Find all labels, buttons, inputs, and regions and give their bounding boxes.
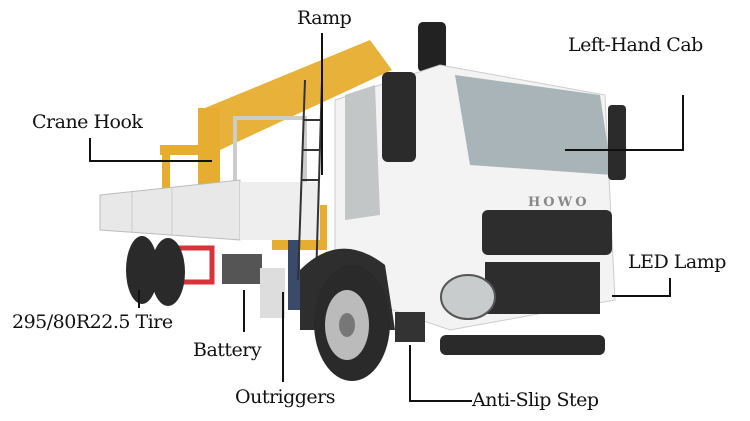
label-crane-hook: Crane Hook [32,111,143,133]
cab: HOWO [334,64,626,355]
label-battery: Battery [193,339,262,361]
label-led-lamp: LED Lamp [628,251,726,273]
label-ramp: Ramp [297,7,352,29]
front-wheel [300,248,395,381]
exhaust-icon [418,22,446,72]
label-left-hand-cab: Left-Hand Cab [568,34,703,56]
left-hand-cab-leader-line [565,95,684,151]
label-anti-slip-step: Anti-Slip Step [472,389,599,411]
label-tire: 295/80R22.5 Tire [12,311,173,333]
crane-hook-leader-line [89,138,212,162]
rear-wheels [126,236,185,306]
grille-brand: HOWO [528,195,590,210]
label-outriggers: Outriggers [235,386,336,408]
led-lamp-leader-line [612,278,671,297]
cargo-bed [99,116,320,318]
anti-slip-step-leader-line [409,345,472,402]
